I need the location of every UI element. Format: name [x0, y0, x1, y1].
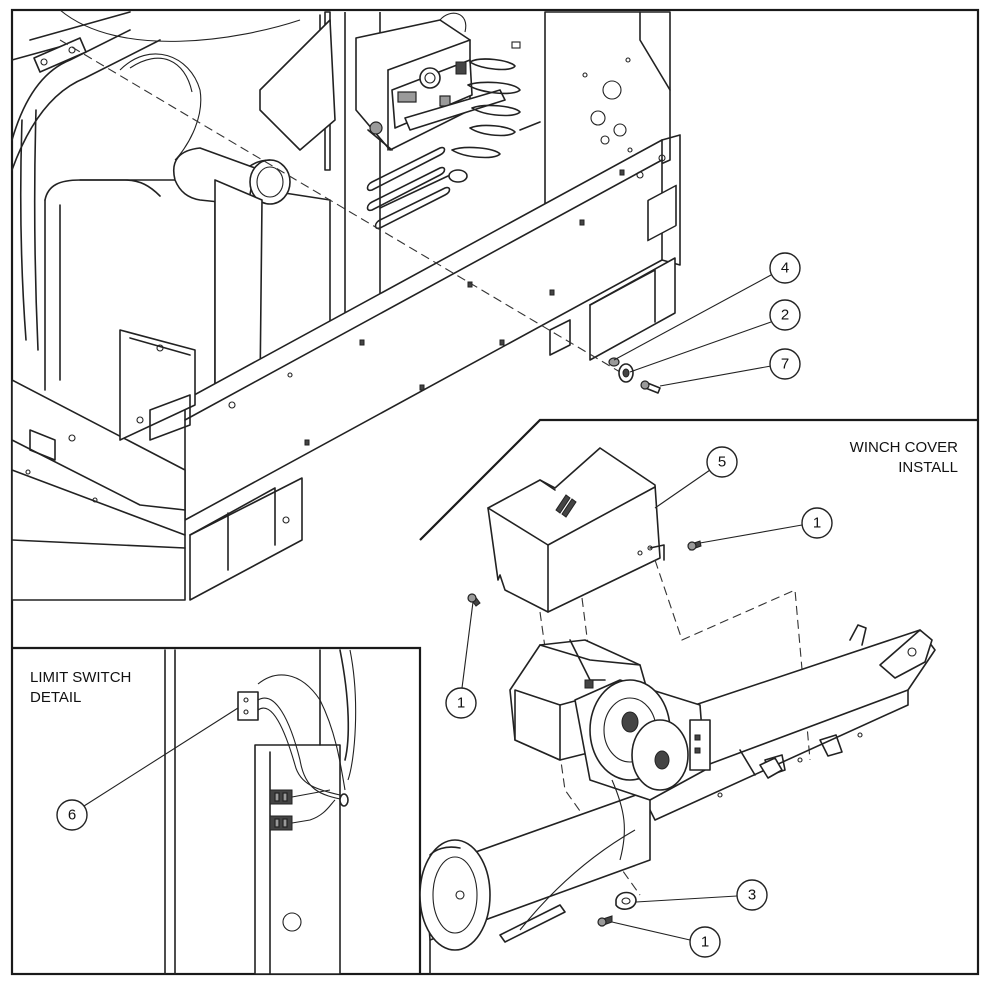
callout-6: 6 [68, 807, 76, 824]
limit-switch-title-line1: LIMIT SWITCH [30, 669, 131, 686]
winch-motor [509, 639, 783, 861]
winch-cover-view: WINCH COVER INSTALL [419, 439, 959, 975]
callout-4: 4 [781, 260, 789, 277]
callout-1b: 1 [457, 695, 465, 712]
winch-cover-title-line2: INSTALL [898, 459, 958, 476]
callout-3: 3 [748, 887, 756, 904]
chassis-rail [184, 134, 681, 601]
callout-7: 7 [781, 356, 789, 373]
main-view [11, 9, 681, 601]
winch-cover [487, 447, 665, 613]
louver-slots [366, 41, 541, 230]
callout-5: 5 [718, 454, 726, 471]
limit-switch-view: LIMIT SWITCH DETAIL [30, 649, 357, 975]
callout-1c: 1 [701, 934, 709, 951]
callouts: 4 2 7 5 1 1 3 1 6 [56, 252, 833, 958]
limit-switch-title-line2: DETAIL [30, 689, 81, 706]
callout-1a: 1 [813, 515, 821, 532]
callout-2: 2 [781, 307, 789, 324]
winch-cover-title-line1: WINCH COVER [850, 439, 959, 456]
